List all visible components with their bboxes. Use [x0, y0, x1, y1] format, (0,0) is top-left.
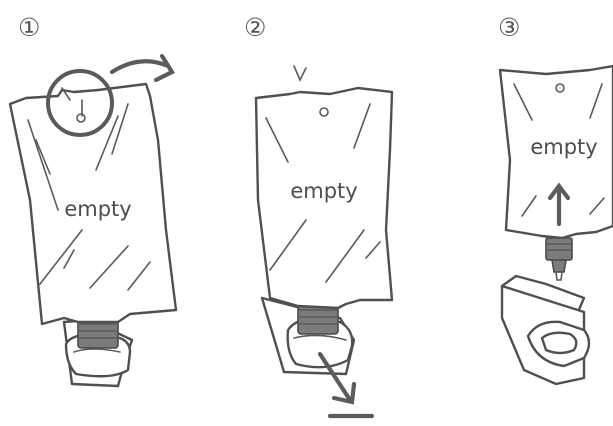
step-2-number: ② [244, 13, 266, 42]
down-arrow-icon [317, 351, 357, 405]
step-3-nozzle [545, 237, 573, 281]
step-1-bag-label: empty [64, 197, 131, 221]
step-2-bag: empty [254, 86, 394, 310]
step-3-bag-label: empty [530, 135, 597, 159]
step-2-bag-label: empty [290, 179, 357, 203]
step-3-panel: ③ empty [498, 13, 613, 386]
step-3-number: ③ [498, 13, 520, 42]
up-arrow-icon [547, 182, 571, 227]
step-1-hook-highlight [46, 69, 114, 137]
step-3-holder [500, 274, 591, 386]
step-2-nozzle [297, 303, 339, 335]
step-1-number: ① [18, 13, 40, 42]
step-3-bag: empty [498, 64, 613, 240]
step-1-panel: ① empty [8, 13, 178, 388]
hanging-hook-icon [293, 65, 307, 82]
step-1-bag: empty [8, 82, 178, 326]
step-2-panel: ② empty [244, 13, 394, 419]
curved-arrow-icon [109, 53, 176, 83]
hanging-hook-icon [61, 87, 71, 101]
